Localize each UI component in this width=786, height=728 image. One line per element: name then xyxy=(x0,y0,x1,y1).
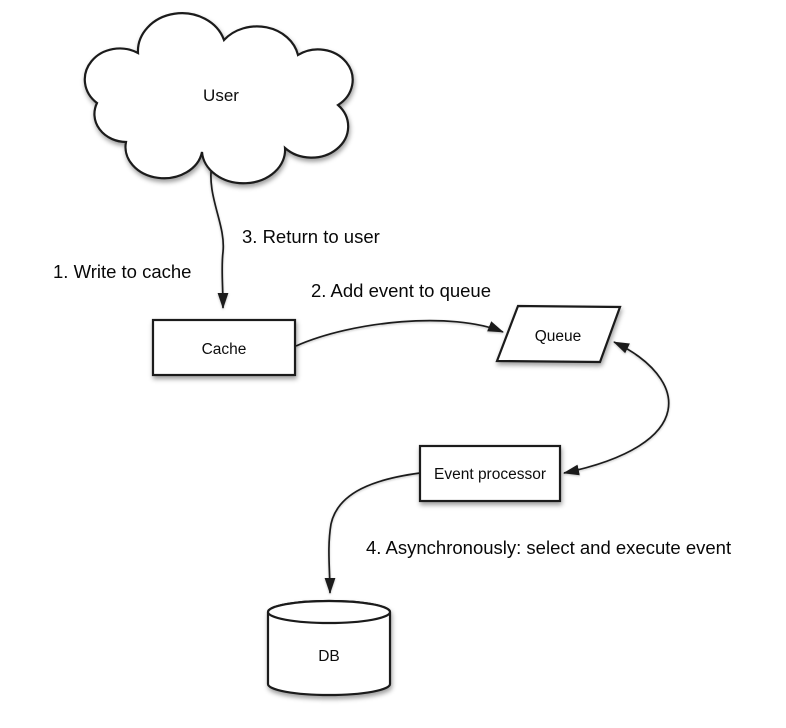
annotation-step2: 2. Add event to queue xyxy=(311,280,491,301)
annotation-step3: 3. Return to user xyxy=(242,226,380,247)
edge-queue-eventprocessor xyxy=(563,341,670,476)
user-cloud-shape xyxy=(83,12,354,185)
queue-to-eventprocessor-arrow-lower xyxy=(563,410,669,476)
db-label: DB xyxy=(318,648,340,665)
annotation-step4: 4. Asynchronously: select and execute ev… xyxy=(366,537,731,558)
event-processor-box-shape xyxy=(418,444,562,503)
node-event-processor: Event processor xyxy=(418,444,562,503)
cache-label: Cache xyxy=(202,341,247,358)
cache-box-shape xyxy=(151,318,297,377)
user-to-cache-arrow xyxy=(210,162,229,309)
edge-cache-to-queue xyxy=(295,319,504,347)
node-queue: Queue xyxy=(495,304,622,364)
event-processor-label: Event processor xyxy=(434,466,546,483)
queue-to-eventprocessor-arrow-upper xyxy=(613,341,670,411)
edge-eventprocessor-to-db xyxy=(324,472,421,594)
node-cache: Cache xyxy=(151,318,297,377)
annotation-step1: 1. Write to cache xyxy=(53,261,191,282)
cache-to-queue-arrow xyxy=(295,319,504,347)
node-user: User xyxy=(83,12,354,185)
user-label: User xyxy=(203,86,239,105)
queue-label: Queue xyxy=(535,328,582,345)
eventprocessor-to-db-arrow xyxy=(324,472,421,594)
queue-parallelogram-shape xyxy=(495,304,622,364)
db-cylinder-top xyxy=(266,599,392,625)
node-db: DB xyxy=(266,599,392,697)
edge-user-to-cache xyxy=(210,162,229,309)
